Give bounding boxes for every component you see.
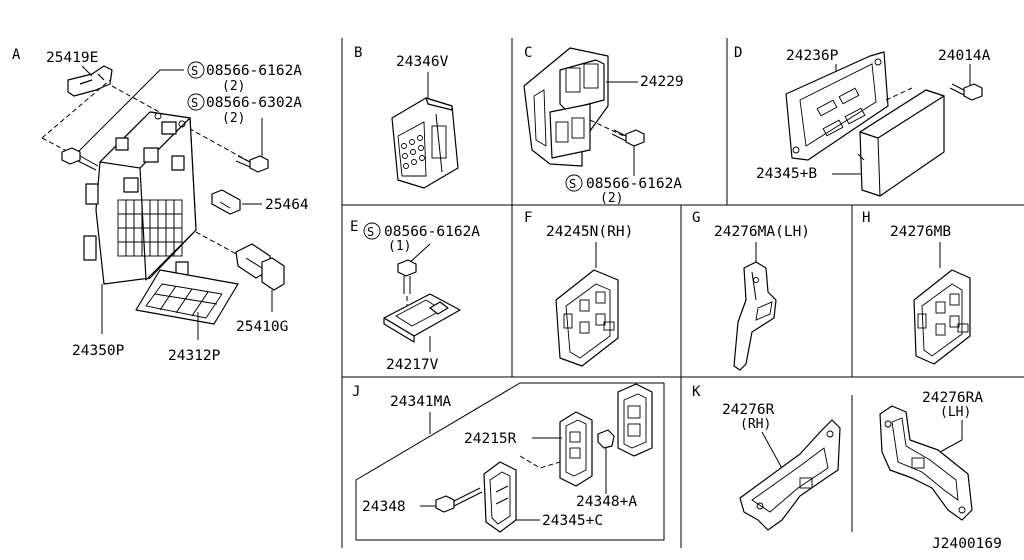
part-24276r-side: (RH) xyxy=(740,417,771,432)
connector-24346v xyxy=(391,97,459,189)
screw-a1-qty: (2) xyxy=(222,79,245,94)
part-24276ra-label: 24276RA xyxy=(922,390,983,406)
screw-e-number: 08566-6162A xyxy=(384,224,480,240)
section-e: E S 08566-6162A (1) 24217V xyxy=(350,219,480,373)
part-25419e-label: 25419E xyxy=(46,50,98,66)
screw-c-symbol: S xyxy=(569,177,576,191)
section-a-letter: A xyxy=(12,47,21,63)
section-k-letter: K xyxy=(692,384,701,400)
part-24346v-label: 24346V xyxy=(396,54,449,70)
section-g: G 24276MA(LH) xyxy=(692,210,810,371)
part-24345c-label: 24345+C xyxy=(542,513,603,529)
clip-25419e xyxy=(67,65,113,97)
screw-icon xyxy=(235,155,269,173)
screw-a1-number: 08566-6162A xyxy=(206,63,302,79)
part-24276ma-label: 24276MA(LH) xyxy=(714,224,810,240)
screw-icon xyxy=(397,259,417,294)
section-a: A 25419E S 08566-6162A (2) S 08566-6302A… xyxy=(12,47,309,364)
screw-e-callout: S 08566-6162A (1) xyxy=(363,222,480,254)
section-k: K 24276R (RH) 24276RA (LH) xyxy=(692,384,983,531)
fuse-puller-25410g xyxy=(235,243,285,291)
part-25410g-label: 25410G xyxy=(236,319,288,335)
module-24345b xyxy=(857,89,945,197)
section-j: J 24341MA 24215R 24348+A xyxy=(352,382,665,541)
part-24245n-label: 24245N(RH) xyxy=(546,224,633,240)
connector-24215r xyxy=(559,411,593,487)
bracket-24276ma xyxy=(733,261,777,371)
screw-icon xyxy=(435,487,483,513)
clip-24348a xyxy=(597,429,615,449)
screw-a1-symbol: S xyxy=(191,64,198,78)
section-f-letter: F xyxy=(524,210,532,226)
section-h: H 24276MB xyxy=(862,210,971,365)
section-d-letter: D xyxy=(734,45,742,61)
part-24312p-label: 24312P xyxy=(168,348,221,364)
section-d: D 24236P 24014A 24345+B xyxy=(734,45,991,197)
bracket-24276r xyxy=(739,419,841,531)
section-j-letter: J xyxy=(352,384,360,400)
bracket-24229 xyxy=(523,47,609,167)
screw-e-symbol: S xyxy=(367,225,374,239)
screw-c-number: 08566-6162A xyxy=(586,176,682,192)
screw-a2-number: 08566-6302A xyxy=(206,95,302,111)
section-f: F 24245N(RH) xyxy=(524,210,633,367)
bracket-24217v xyxy=(383,293,461,343)
s-symbol-icon xyxy=(187,93,205,111)
part-24348a-label: 24348+A xyxy=(576,494,637,510)
part-24236p-label: 24236P xyxy=(786,48,839,64)
section-b-letter: B xyxy=(354,45,362,61)
screw-icon xyxy=(61,147,99,171)
screw-c-callout: S 08566-6162A (2) xyxy=(565,174,682,206)
section-b: B 24346V xyxy=(354,45,459,189)
section-h-letter: H xyxy=(862,210,870,226)
part-24350p-label: 24350P xyxy=(72,343,125,359)
bracket-24345c xyxy=(483,461,517,533)
part-24348-label: 24348 xyxy=(362,499,406,515)
section-e-letter: E xyxy=(350,219,358,235)
part-24229-label: 24229 xyxy=(640,74,684,90)
part-25464-label: 25464 xyxy=(265,197,309,213)
s-symbol-icon xyxy=(187,61,205,79)
kit-outline xyxy=(355,382,665,541)
part-24215r-label: 24215R xyxy=(464,431,517,447)
section-g-letter: G xyxy=(692,210,700,226)
bracket-24236p xyxy=(785,51,889,161)
connector-24276mb xyxy=(913,269,971,365)
connector-24245n xyxy=(555,269,619,367)
screw-c-qty: (2) xyxy=(600,191,623,206)
diagram-id: J2400169 xyxy=(932,536,1002,552)
part-24276mb-label: 24276MB xyxy=(890,224,951,240)
panel-dividers xyxy=(341,38,1024,548)
screw-a2-symbol: S xyxy=(191,96,198,110)
s-symbol-icon xyxy=(565,174,583,192)
screw-icon xyxy=(949,83,983,101)
part-24276r-label: 24276R xyxy=(722,402,775,418)
section-c: C 24229 S 08566-6162A (2) xyxy=(523,45,684,206)
s-symbol-icon xyxy=(363,222,381,240)
section-c-letter: C xyxy=(524,45,532,61)
part-24341ma-label: 24341MA xyxy=(390,394,451,410)
junction-block-24350p xyxy=(83,111,197,285)
part-24014a-label: 24014A xyxy=(938,48,991,64)
screw-a2-qty: (2) xyxy=(222,111,245,126)
bracket-24276ra xyxy=(879,405,973,521)
screw-a1-callout: S 08566-6162A (2) xyxy=(77,61,302,153)
part-24217v-label: 24217V xyxy=(386,357,439,373)
connector-large-j xyxy=(617,383,653,457)
screw-a2-callout: S 08566-6302A (2) xyxy=(187,93,302,164)
screw-e-qty: (1) xyxy=(388,239,411,254)
screw-icon xyxy=(611,129,645,147)
part-24276ra-side: (LH) xyxy=(940,405,971,420)
cover-24312p xyxy=(135,269,239,325)
fuse-25464 xyxy=(211,189,241,215)
part-24345b-label: 24345+B xyxy=(756,166,817,182)
